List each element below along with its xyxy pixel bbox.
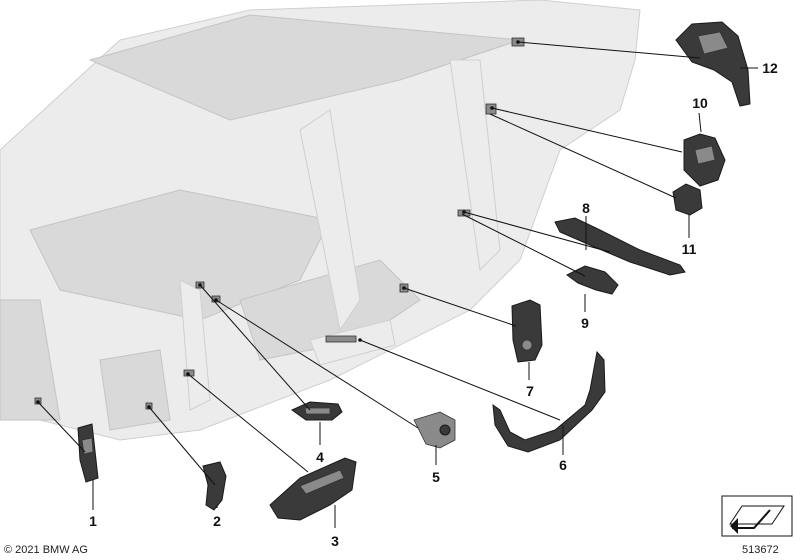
leader-5 <box>215 299 419 429</box>
diagram-number: 513672 <box>742 544 779 556</box>
leader-lines <box>37 41 758 528</box>
part-8[interactable] <box>554 217 686 276</box>
callout-1: 1 <box>89 513 97 529</box>
part-1[interactable] <box>77 423 99 483</box>
part-4[interactable] <box>290 401 343 421</box>
callout-labels: 1 2 3 4 5 6 7 8 9 10 11 12 <box>89 60 778 549</box>
leader-2 <box>148 406 216 486</box>
callout-3: 3 <box>331 533 339 549</box>
part-10[interactable] <box>683 133 726 187</box>
part-12[interactable] <box>675 21 751 107</box>
leader-6 <box>359 339 561 421</box>
leader-3 <box>187 373 309 473</box>
leader-9 <box>461 213 586 277</box>
part-2[interactable] <box>202 461 227 511</box>
callout-10: 10 <box>692 95 708 111</box>
car-body-shell <box>0 0 641 441</box>
callout-8: 8 <box>582 200 590 216</box>
part-6[interactable] <box>492 350 606 453</box>
leader-10 <box>491 107 683 153</box>
callout-2: 2 <box>213 513 221 529</box>
leader-11 <box>489 113 677 199</box>
leader-7 <box>403 287 517 327</box>
part-7[interactable] <box>511 299 543 363</box>
callout-5: 5 <box>432 469 440 485</box>
callout-12: 12 <box>762 60 778 76</box>
leader-dots <box>36 40 520 409</box>
part-11[interactable] <box>672 183 703 216</box>
part-9[interactable] <box>566 265 619 295</box>
leader-1 <box>37 401 86 453</box>
callout-9: 9 <box>581 315 589 331</box>
diagram-symbol <box>721 495 793 537</box>
copyright-text: © 2021 BMW AG <box>4 544 88 556</box>
callout-6: 6 <box>559 457 567 473</box>
leader-4 <box>199 284 311 411</box>
callout-4: 4 <box>316 449 324 465</box>
callout-11: 11 <box>682 241 697 257</box>
part-5[interactable] <box>413 411 456 449</box>
leader-12 <box>517 41 701 59</box>
part-3[interactable] <box>269 457 357 521</box>
callout-7: 7 <box>526 383 534 399</box>
